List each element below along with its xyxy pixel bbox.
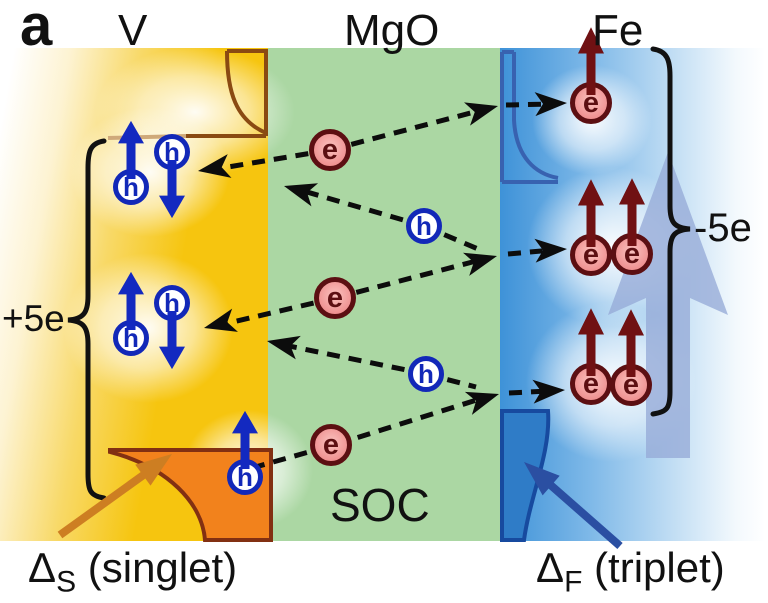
- hole-particle: h: [113, 169, 149, 205]
- spin-up-arrow: [232, 410, 258, 469]
- panel-label: a: [20, 0, 53, 58]
- electron-label: e: [321, 133, 339, 166]
- delta-subscript: S: [56, 565, 77, 599]
- spin-down-arrow: [159, 160, 185, 219]
- brace-minus-5e: [650, 46, 691, 417]
- hole-label: h: [237, 461, 253, 492]
- gap-text: (triplet): [582, 544, 725, 591]
- hole-particle: h: [408, 356, 444, 392]
- tunneling-arrowheads: [198, 92, 567, 415]
- hole-label: h: [416, 210, 432, 241]
- electron-label: e: [322, 428, 340, 461]
- braces: [67, 46, 691, 501]
- delta-symbol: Δ: [28, 544, 57, 591]
- hole-label: h: [164, 136, 180, 167]
- label-barrier-mgo: MgO: [344, 6, 440, 55]
- spin-up-arrow: [619, 178, 645, 246]
- dos-curve-fe-top: [500, 50, 559, 184]
- hole-particle: h: [406, 208, 442, 244]
- hole-label: h: [123, 171, 139, 202]
- spin-down-arrow: [159, 311, 185, 370]
- triplet-gap-arrow: [524, 462, 623, 550]
- label-minus-charge: -5e: [694, 206, 752, 250]
- electron-particle: e: [310, 424, 352, 466]
- electron-particle: e: [309, 129, 351, 171]
- brace-plus-5e: [67, 138, 107, 501]
- spin-up-arrow: [578, 27, 604, 95]
- gap-text: (singlet): [76, 544, 238, 591]
- delta-subscript: F: [564, 565, 583, 599]
- spin-up-arrow: [578, 308, 604, 376]
- spin-up-arrow: [118, 120, 144, 179]
- label-electrode-v: V: [118, 6, 148, 55]
- delta-symbol: Δ: [536, 544, 565, 591]
- electron-label: e: [326, 281, 344, 314]
- spin-up-arrow: [578, 179, 604, 247]
- singlet-gap-arrow: [57, 454, 172, 539]
- label-electrode-fe: Fe: [592, 6, 644, 55]
- label-soc: SOC: [330, 479, 430, 531]
- label-singlet-gap: ΔS (singlet): [28, 544, 238, 597]
- label-triplet-gap: ΔF (triplet): [536, 544, 725, 597]
- hole-label: h: [164, 287, 180, 318]
- hole-label: h: [123, 322, 139, 353]
- label-plus-charge: +5e: [2, 298, 65, 339]
- electron-particle: e: [314, 277, 356, 319]
- spin-up-arrow: [118, 271, 144, 330]
- hole-label: h: [418, 358, 434, 389]
- spin-up-arrow: [618, 309, 644, 377]
